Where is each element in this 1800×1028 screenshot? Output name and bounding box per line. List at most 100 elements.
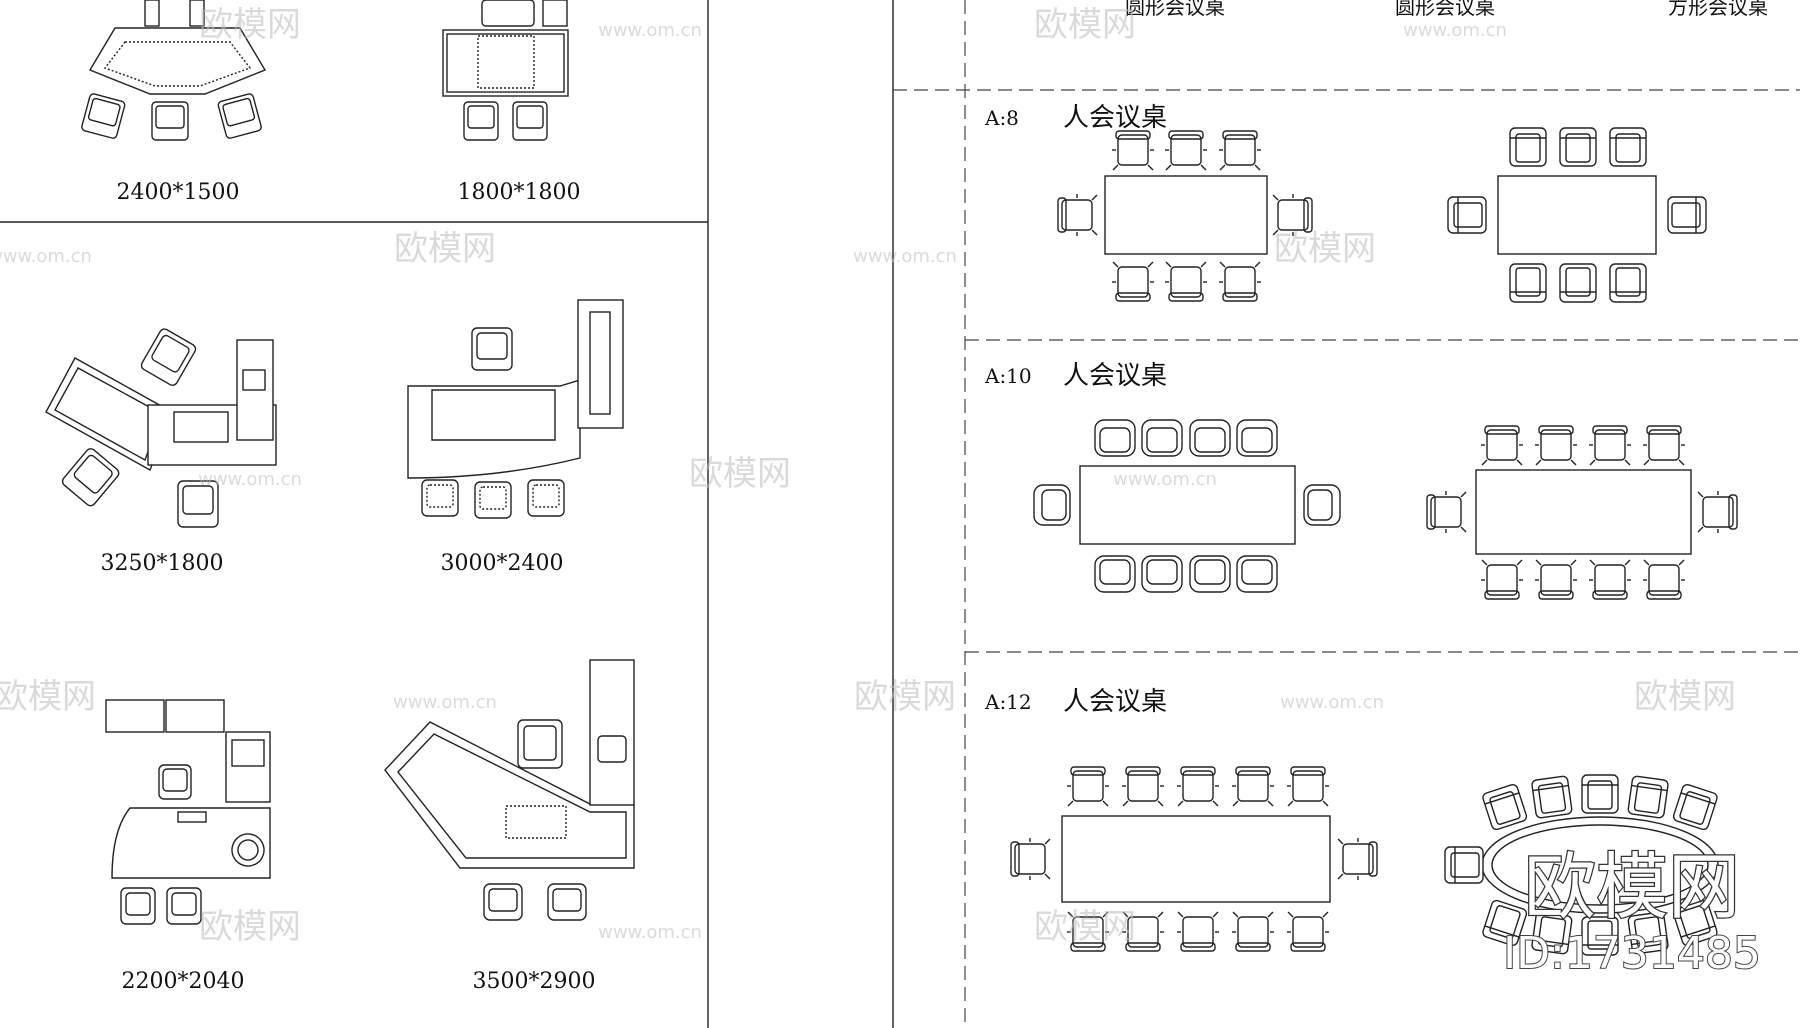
chair (1219, 261, 1261, 302)
corner-brand-text: 欧模网 (1524, 845, 1740, 929)
watermark-url: www.om.cn (393, 692, 497, 713)
table-a12-top-1 (1061, 815, 1331, 903)
chair (1067, 766, 1109, 807)
chair (1481, 425, 1523, 466)
armchair (1559, 263, 1597, 303)
chair (1643, 425, 1685, 466)
table-a10-top-1 (1079, 465, 1296, 545)
lounge-chair (1094, 419, 1136, 457)
section-code-a10: A:10 (984, 364, 1032, 388)
watermark-url: www.om.cn (1113, 469, 1217, 490)
armchair (1672, 899, 1718, 946)
watermark-logo: 欧模网 (199, 907, 301, 947)
desk-layout-1 (81, 0, 267, 141)
chair (1112, 130, 1154, 171)
watermark-logo: 欧模网 (1034, 907, 1136, 947)
chair (1165, 130, 1207, 171)
armchair (1444, 846, 1484, 884)
lounge-chair (1303, 484, 1341, 526)
armchair (1447, 196, 1487, 234)
table-a10-layout-1 (1033, 419, 1341, 593)
dimension-label-6: 3500*2900 (473, 969, 596, 994)
chair (1177, 766, 1219, 807)
lounge-chair (1236, 419, 1278, 457)
dimension-label-4: 3000*2400 (441, 551, 564, 576)
watermark-logo: 欧模网 (1274, 229, 1376, 269)
section-title-a10: 人会议桌 (1063, 361, 1167, 391)
chair (1010, 838, 1051, 880)
chair (1177, 911, 1219, 952)
section-headings: A:8 人会议桌 A:10 人会议桌 A:12 人会议桌 (984, 103, 1167, 717)
lounge-chair (1094, 555, 1136, 593)
desk-layout-4 (407, 299, 624, 519)
armchair (1667, 196, 1707, 234)
chair (1067, 911, 1109, 952)
lounge-chair (1189, 419, 1231, 457)
dimension-label-3: 3250*1800 (101, 551, 224, 576)
table-type-labels: 圆形会议桌 圆形会议桌 方形会议桌 (1125, 0, 1768, 19)
chair (1232, 911, 1274, 952)
right-panel-grid (893, 0, 1800, 1028)
chair (1426, 491, 1467, 533)
armchair (1531, 911, 1573, 955)
armchair (1482, 899, 1528, 946)
chair (1122, 766, 1164, 807)
chair (1287, 911, 1329, 952)
table-a8-top-2 (1497, 175, 1657, 255)
desk-layout-2 (442, 0, 569, 141)
chair (1232, 766, 1274, 807)
table-a12-layout-2 (1444, 774, 1719, 956)
table-type-label-3: 方形会议桌 (1668, 0, 1768, 19)
left-panel-frame (0, 0, 894, 1028)
chair (1272, 194, 1313, 236)
dimension-labels: 2400*1500 1800*1800 3250*1800 3000*2400 … (101, 180, 596, 994)
chair (1287, 766, 1329, 807)
chair (1589, 425, 1631, 466)
dimension-label-2: 1800*1800 (458, 180, 581, 205)
watermark-logo: 欧模网 (0, 677, 96, 717)
watermark-logo: 欧模网 (394, 229, 496, 269)
lounge-chair (1141, 419, 1183, 457)
armchair (1627, 911, 1669, 955)
chair (1535, 425, 1577, 466)
armchair (1581, 774, 1619, 814)
chair (1535, 559, 1577, 600)
watermark-url: www.om.cn (198, 469, 302, 490)
lounge-chair (1033, 484, 1071, 526)
armchair (1609, 263, 1647, 303)
watermark-url: www.om.cn (853, 246, 957, 267)
table-a8-layout-2 (1447, 127, 1707, 303)
watermark-logo: 欧模网 (199, 5, 301, 45)
watermark-url: www.om.cn (598, 20, 702, 41)
armchair (1509, 263, 1547, 303)
chair (1219, 130, 1261, 171)
corner-id-text: ID:1731485 (1503, 928, 1761, 979)
table-type-label-2: 圆形会议桌 (1395, 0, 1495, 19)
armchair (1531, 775, 1573, 819)
table-a10-top-2 (1475, 469, 1692, 555)
lounge-chair (1236, 555, 1278, 593)
conference-table-layouts (1010, 127, 1738, 956)
watermark-url: www.om.cn (1403, 20, 1507, 41)
section-code-a12: A:12 (984, 690, 1032, 714)
armchair (1581, 916, 1619, 956)
desk-layout-5 (105, 699, 271, 925)
chair (1697, 491, 1738, 533)
table-a10-layout-2 (1426, 425, 1738, 600)
table-type-label-1: 圆形会议桌 (1125, 0, 1225, 19)
chair (1057, 194, 1098, 236)
watermark-logo: 欧模网 (1634, 677, 1736, 717)
armchair (1627, 775, 1669, 819)
desk-layout-6 (384, 659, 635, 921)
chair (1122, 911, 1164, 952)
chair (1112, 261, 1154, 302)
chair (1643, 559, 1685, 600)
watermark-url: www.om.cn (598, 922, 702, 943)
lounge-chair (1189, 555, 1231, 593)
chair (1481, 559, 1523, 600)
watermark-logo: 欧模网 (1034, 5, 1136, 45)
section-title-a8: 人会议桌 (1063, 103, 1167, 133)
watermark-url: www.om.cn (1280, 692, 1384, 713)
